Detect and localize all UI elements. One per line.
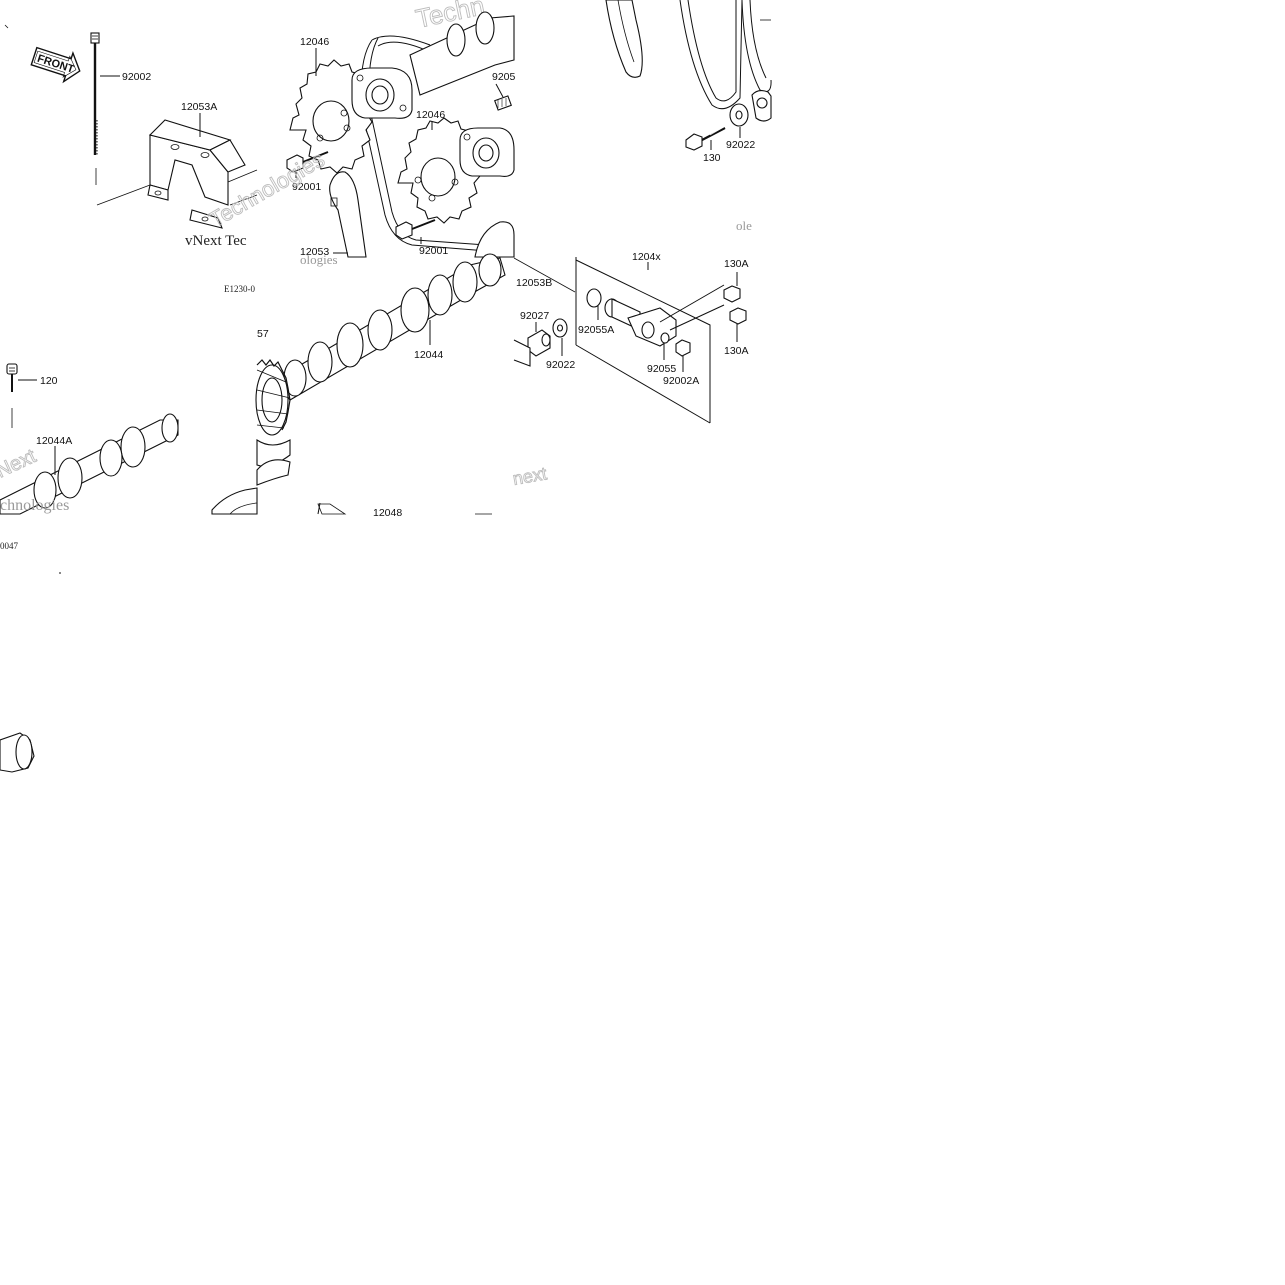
label-92001-lower: 92001 (419, 245, 448, 257)
watermark-4: Next (0, 445, 40, 483)
plug-92002A (675, 339, 691, 372)
tile-lower-left: 0047 (0, 541, 61, 773)
bolt-130 (685, 126, 726, 151)
chain-guide-12053 (329, 171, 367, 258)
watermark-7: ologies (300, 252, 338, 267)
camshaft-12044A (0, 413, 179, 515)
label-12044A: 12044A (36, 435, 72, 447)
tile-upper-left: FRONT 92002 (4, 24, 258, 249)
label-92001-upper: 92001 (292, 181, 321, 193)
bolt-92001-lower (395, 219, 436, 244)
bolt-120 (6, 363, 37, 428)
label-1204x: 1204x (632, 251, 661, 263)
label-92027: 92027 (520, 310, 549, 322)
spacer-92027 (527, 322, 551, 357)
camshaft-upper (409, 11, 515, 96)
label-92055: 92055 (647, 363, 676, 375)
label-12053B: 12053B (516, 277, 552, 289)
bolt-92001-upper (286, 151, 329, 178)
label-120: 120 (40, 375, 58, 387)
tile-middle-right: 1204x 12053B 92055A 130A (511, 251, 749, 489)
bolt-130A-upper (723, 272, 741, 303)
oring-92055A (586, 288, 602, 308)
sprocket-lower-left (255, 358, 291, 436)
label-9205: 9205 (492, 71, 516, 83)
shaft-end-piece (0, 732, 35, 773)
tile-upper-right: 130 92022 ole (605, 0, 772, 233)
label-12053A: 12053A (181, 101, 217, 113)
label-12044: 12044 (414, 349, 443, 361)
watermark-8: ole (736, 218, 752, 233)
label-12053: 12053 (300, 246, 329, 258)
clip-9205 (494, 95, 512, 111)
watermark-5: chnologies (0, 497, 69, 514)
label-12048: 12048 (373, 507, 402, 519)
label-12046-upper: 12046 (300, 36, 329, 48)
label-92002A: 92002A (663, 375, 699, 387)
label-92002: 92002 (122, 71, 151, 83)
front-arrow-icon: FRONT (30, 46, 81, 84)
bearing-cap-lower (459, 127, 515, 177)
tile-center: 57 12044 12048 (255, 253, 506, 519)
label-130A-upper: 130A (724, 258, 749, 270)
washer-92022-lower (552, 318, 568, 356)
label-130: 130 (703, 152, 721, 164)
label-130A-lower: 130A (724, 345, 749, 357)
label-92022-lower: 92022 (546, 359, 575, 371)
tile-upper-middle: Techn 12046 (286, 0, 516, 267)
label-92022-upper: 92022 (726, 139, 755, 151)
figure-ref-1: E1230-0 (224, 284, 255, 294)
watermark-1: vNext Tec (185, 233, 247, 249)
oring-92055 (660, 332, 670, 344)
figure-ref-2: 0047 (0, 541, 19, 551)
bracket-12053A (96, 113, 258, 229)
washer-92022-upper (729, 103, 749, 138)
label-92055A: 92055A (578, 324, 614, 336)
bearing-cap-upper (351, 67, 413, 119)
long-bolt-92002 (90, 32, 120, 185)
watermark-6: next (511, 463, 548, 489)
bolt-130A-lower (729, 307, 747, 342)
label-57: 57 (257, 328, 269, 340)
camshaft-12044 (274, 253, 506, 401)
label-12046-lower: 12046 (416, 109, 445, 121)
tile-middle-left: E1230-0 120 12044A Next chnologies (0, 284, 258, 515)
